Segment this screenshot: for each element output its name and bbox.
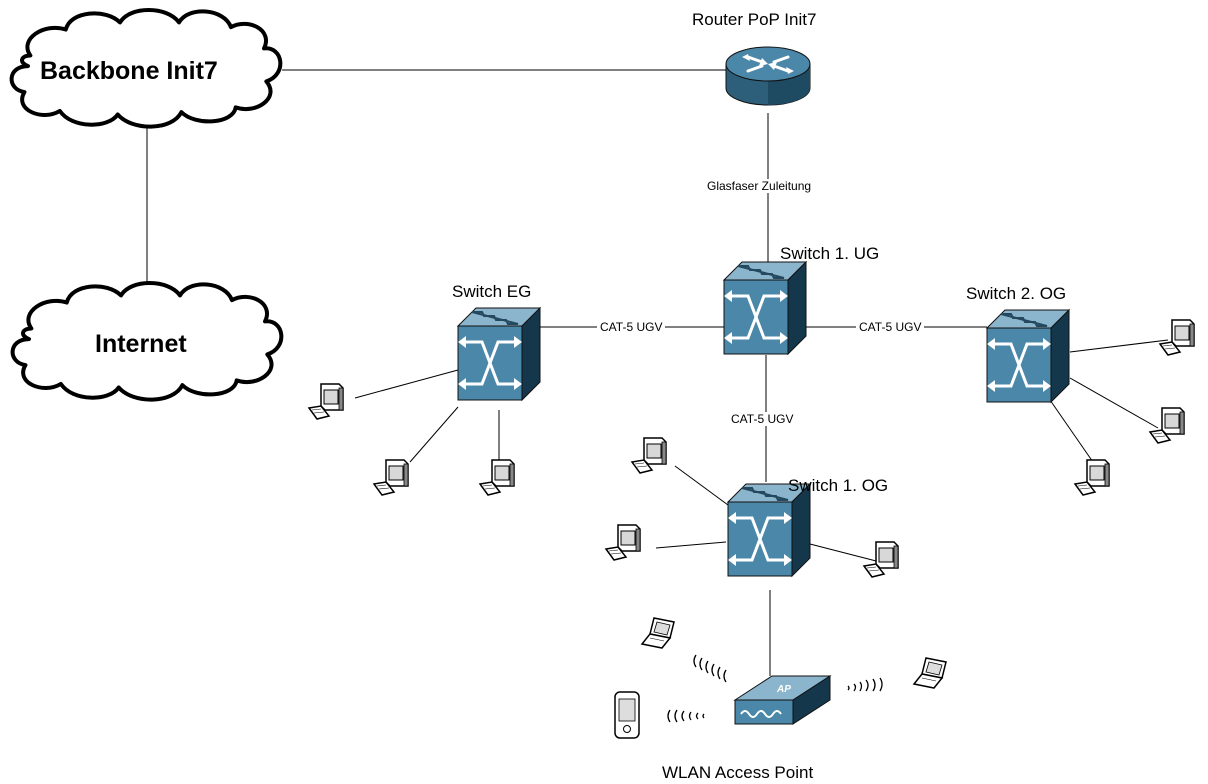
- wireless-signal-pda: [667, 709, 705, 723]
- laptop-left: [641, 617, 675, 649]
- switch-eg: [456, 306, 542, 402]
- wireless-signal-right: [847, 677, 883, 692]
- router-label: Router PoP Init7: [692, 10, 817, 29]
- pda-device: [614, 691, 640, 739]
- cat5-right-link-label: CAT-5 UGV: [856, 320, 925, 334]
- wireless-signal-left: [693, 654, 727, 683]
- internet-cloud: [10, 281, 284, 402]
- switch-og1: [726, 482, 812, 578]
- access-point: AP: [733, 675, 832, 725]
- switch-og2-label: Switch 2. OG: [966, 284, 1067, 303]
- switch-ug-label: Switch 1. UG: [780, 244, 880, 263]
- router: [725, 46, 811, 106]
- switch-og1-label: Switch 1. OG: [788, 476, 889, 495]
- backbone-cloud-label: Backbone Init7: [40, 57, 218, 85]
- pc-eg-2: [373, 459, 409, 496]
- internet-cloud-label: Internet: [95, 330, 187, 358]
- laptop-right: [913, 657, 947, 689]
- switch-eg-label: Switch EG: [452, 282, 532, 301]
- pc-og1-2: [605, 524, 641, 561]
- switch-og2: [985, 308, 1071, 404]
- pc-eg-3: [479, 459, 515, 496]
- fiber-link-label: Glasfaser Zuleitung: [704, 179, 815, 193]
- pc-og2-1: [1159, 319, 1195, 356]
- cat5-left-link-label: CAT-5 UGV: [597, 320, 666, 334]
- access-point-label: WLAN Access Point: [662, 763, 814, 782]
- ap-badge: AP: [776, 684, 791, 695]
- switch-ug: [722, 260, 808, 356]
- pc-og1-1: [631, 437, 667, 474]
- pc-eg-1: [308, 383, 344, 420]
- cat5-down-link-label: CAT-5 UGV: [728, 412, 797, 426]
- pc-og2-2: [1149, 407, 1185, 444]
- pc-og2-3: [1074, 459, 1110, 496]
- backbone-cloud: [9, 8, 283, 129]
